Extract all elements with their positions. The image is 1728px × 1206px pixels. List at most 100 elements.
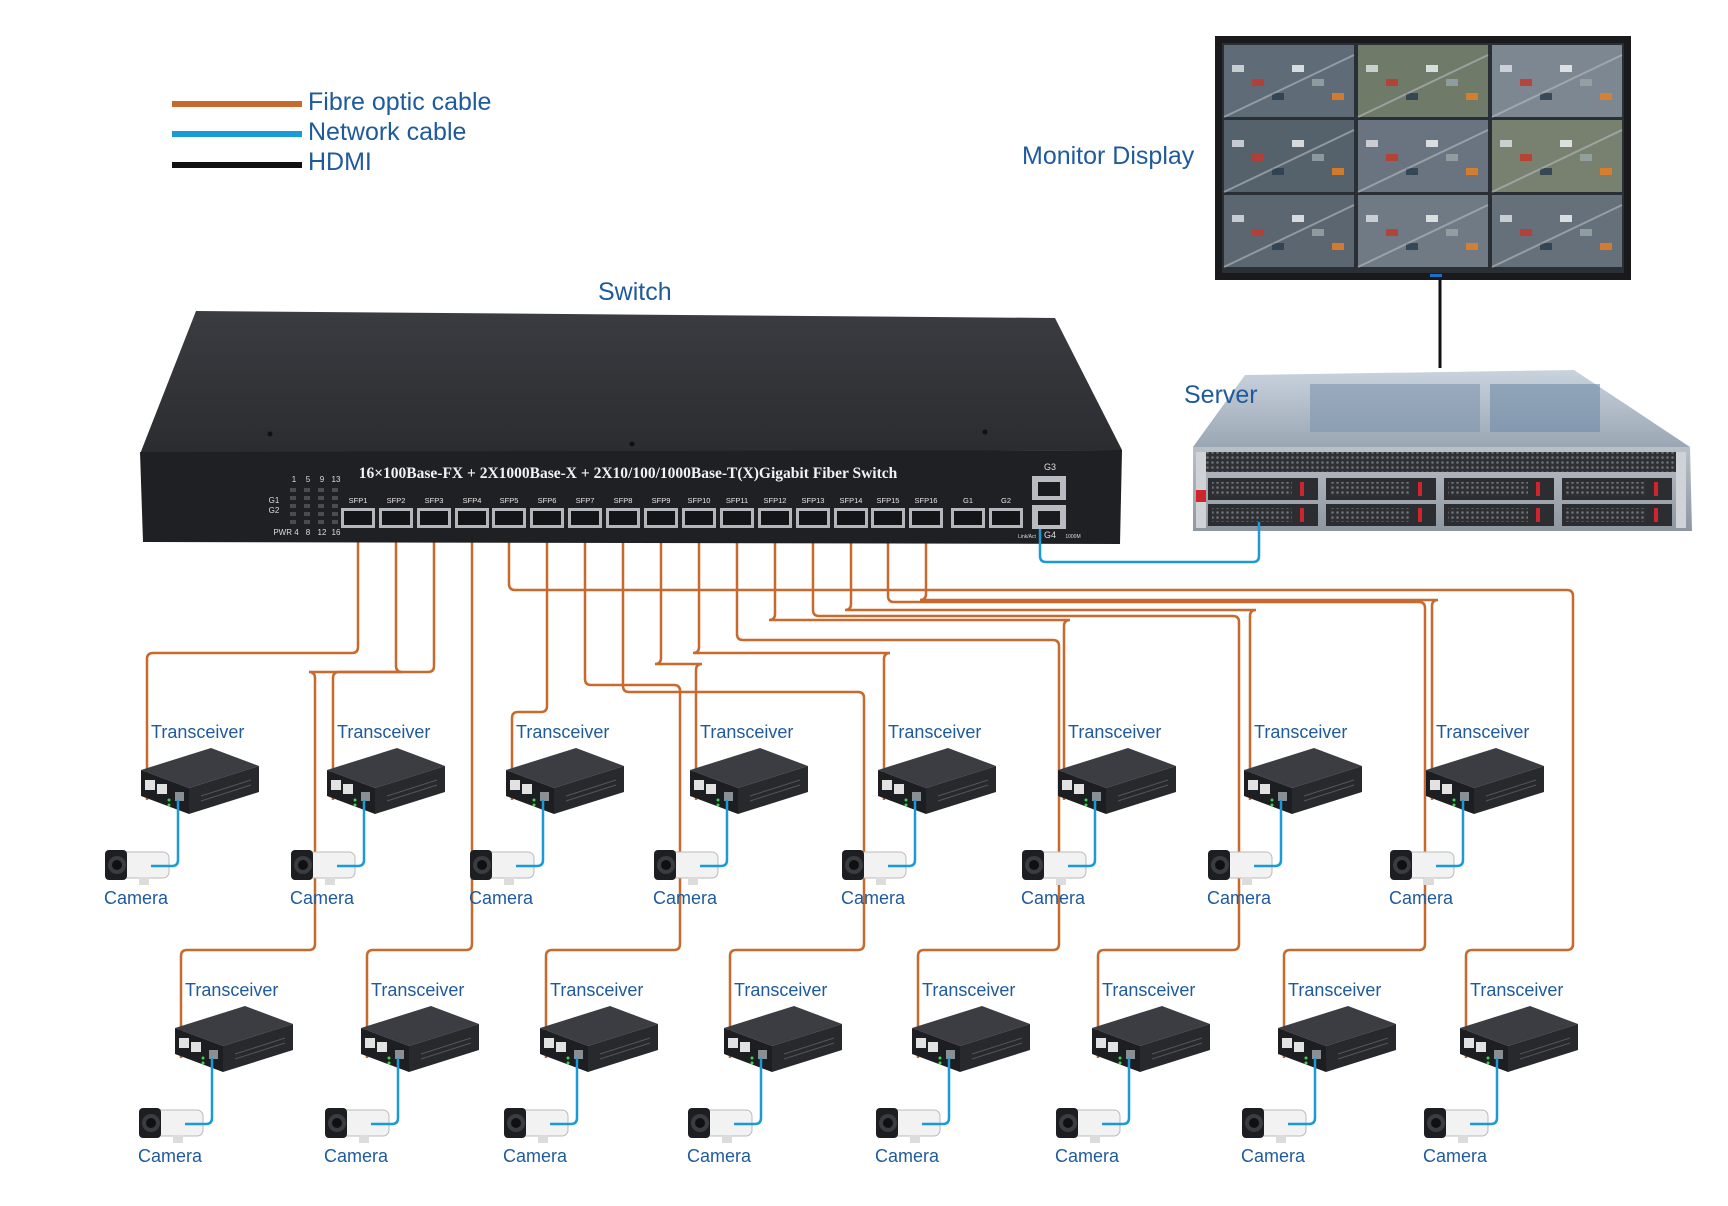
camera-upper-6 <box>1021 849 1087 886</box>
network-cable-upper-3 <box>516 800 545 868</box>
led-bottom-label-1: 8 <box>306 528 311 537</box>
sfp-port-label-9: SFP9 <box>652 496 671 505</box>
transceiver-upper-4 <box>689 747 809 815</box>
camera-label: Camera <box>138 1146 203 1166</box>
fibre-cable-sfp8 <box>621 528 866 1058</box>
sfp-port-label-6: SFP6 <box>538 496 557 505</box>
status-led <box>318 504 324 508</box>
led-side-label-0: G1 <box>269 496 280 505</box>
network-cable-upper-8 <box>1436 800 1465 868</box>
server-drive-bays <box>1208 478 1672 526</box>
sfp-port-label-17: G1 <box>963 496 973 505</box>
sfp-port-label-14: SFP14 <box>840 496 863 505</box>
transceiver-lower-1 <box>174 1005 294 1073</box>
transceiver-label: Transceiver <box>1068 722 1162 742</box>
status-led <box>290 504 296 508</box>
fibre-cable-sfp7 <box>544 528 682 1058</box>
status-led <box>304 496 310 500</box>
sfp-port-label-15: SFP15 <box>877 496 900 505</box>
camera-lower-1 <box>138 1107 204 1144</box>
status-led <box>290 496 296 500</box>
sfp-port-label-18: G2 <box>1001 496 1011 505</box>
camera-label: Camera <box>290 888 355 908</box>
edge-devices <box>104 747 1579 1144</box>
sfp-port-label-5: SFP5 <box>500 496 519 505</box>
transceiver-upper-2 <box>326 747 446 815</box>
status-led <box>304 520 310 524</box>
sfp-port-label-8: SFP8 <box>614 496 633 505</box>
fibre-cable-sfp12 <box>768 528 1071 800</box>
transceiver-label: Transceiver <box>1254 722 1348 742</box>
transceiver-upper-8 <box>1425 747 1545 815</box>
sfp-port-label-13: SFP13 <box>802 496 825 505</box>
sfp-port-label-1: SFP1 <box>349 496 368 505</box>
video-tile <box>1358 195 1488 267</box>
status-led <box>304 504 310 508</box>
fibre-cable-sfp15 <box>886 528 1427 1058</box>
server-label: Server <box>1184 381 1258 409</box>
camera-lower-2 <box>324 1107 390 1144</box>
camera-upper-4 <box>653 849 719 886</box>
camera-label: Camera <box>1423 1146 1488 1166</box>
camera-label: Camera <box>653 888 718 908</box>
network-cable-upper-1 <box>151 800 180 868</box>
transceiver-lower-5 <box>911 1005 1031 1073</box>
network-cable-upper-2 <box>337 800 366 868</box>
status-led <box>332 488 338 492</box>
transceiver-label: Transceiver <box>700 722 794 742</box>
server-network-cable <box>1038 522 1261 564</box>
status-led <box>318 512 324 516</box>
camera-lower-7 <box>1241 1107 1307 1144</box>
transceiver-label: Transceiver <box>337 722 431 742</box>
network-cable-upper-4 <box>700 800 729 868</box>
transceiver-label: Transceiver <box>516 722 610 742</box>
fibre-cable-sfp10 <box>692 528 891 800</box>
status-led <box>304 512 310 516</box>
camera-label: Camera <box>1389 888 1454 908</box>
legend-network-label: Network cable <box>308 118 467 146</box>
status-led <box>332 512 338 516</box>
transceiver-lower-7 <box>1277 1005 1397 1073</box>
camera-lower-5 <box>875 1107 941 1144</box>
led-top-label-3: 13 <box>332 475 341 484</box>
network-cable-lower-8 <box>1470 1058 1499 1126</box>
video-tile <box>1492 120 1622 192</box>
fibre-cable-sfp6 <box>510 528 549 800</box>
led-side-label-1: G2 <box>269 506 280 515</box>
sfp-port-label-2: SFP2 <box>387 496 406 505</box>
camera-label: Camera <box>324 1146 389 1166</box>
led-top-label-1: 5 <box>306 475 311 484</box>
network-cable-upper-6 <box>1068 800 1097 868</box>
status-led <box>290 520 296 524</box>
status-led <box>318 520 324 524</box>
transceiver-label: Transceiver <box>185 980 279 1000</box>
status-led <box>290 512 296 516</box>
led-bottom-label-0: PWR 4 <box>273 528 299 537</box>
network-cable-lower-7 <box>1288 1058 1317 1126</box>
transceiver-lower-6 <box>1091 1005 1211 1073</box>
switch-top <box>140 311 1122 454</box>
camera-lower-8 <box>1423 1107 1489 1144</box>
sfp-port-label-7: SFP7 <box>576 496 595 505</box>
fibre-cable-sfp5 <box>507 528 1575 1058</box>
switch-model-text: 16×100Base-FX + 2X1000Base-X + 2X10/100/… <box>359 465 898 482</box>
video-tile <box>1492 45 1622 117</box>
status-led <box>290 488 296 492</box>
speed-label-link: Link/Act <box>1018 534 1036 540</box>
transceiver-label: Transceiver <box>550 980 644 1000</box>
led-top-label-2: 9 <box>320 475 325 484</box>
server <box>1193 370 1692 531</box>
transceiver-upper-1 <box>140 747 260 815</box>
rj45-label-g3: G3 <box>1044 462 1056 472</box>
video-tile <box>1224 195 1354 267</box>
status-led <box>332 504 338 508</box>
transceiver-lower-2 <box>360 1005 480 1073</box>
led-bottom-label-2: 12 <box>318 528 327 537</box>
status-led <box>318 488 324 492</box>
led-top-label-0: 1 <box>292 475 297 484</box>
camera-upper-1 <box>104 849 170 886</box>
transceiver-lower-3 <box>539 1005 659 1073</box>
transceiver-label: Transceiver <box>734 980 828 1000</box>
camera-label: Camera <box>1021 888 1086 908</box>
